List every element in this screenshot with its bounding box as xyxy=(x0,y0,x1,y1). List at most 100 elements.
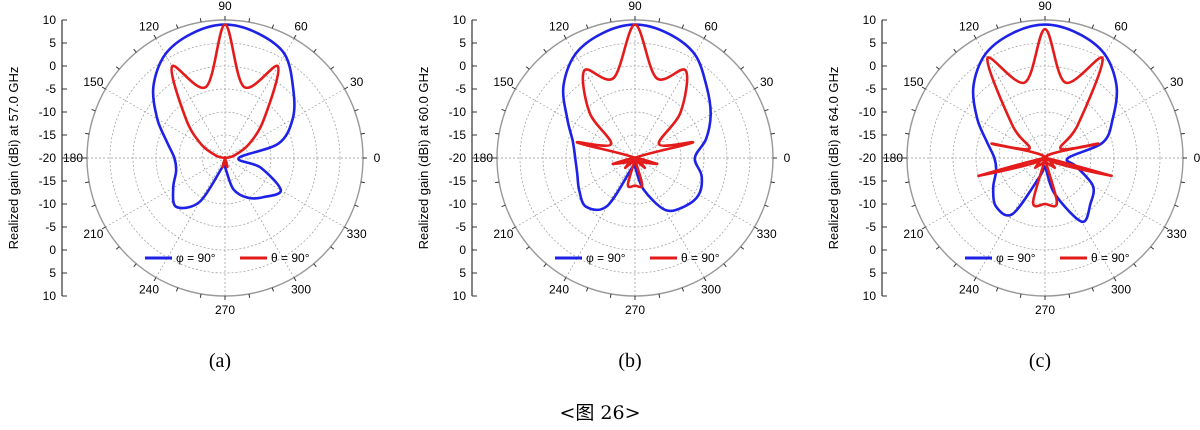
radial-tick-label: -5 xyxy=(455,220,466,234)
angle-tick xyxy=(723,263,727,268)
angle-tick xyxy=(1091,24,1095,29)
radial-tick-label: 10 xyxy=(863,289,877,303)
angle-label: 210 xyxy=(903,227,923,241)
grid-spoke xyxy=(634,157,705,278)
angle-tick xyxy=(703,277,707,282)
polar-chart-a: 03060901201501802102402703003301050-5-10… xyxy=(6,0,381,317)
phi-series-curve xyxy=(151,23,296,210)
angle-tick xyxy=(585,287,589,292)
angle-tick xyxy=(681,287,685,292)
angle-tick xyxy=(525,66,530,70)
angle-tick xyxy=(563,34,567,39)
angle-tick xyxy=(1174,108,1179,112)
angle-label: 90 xyxy=(218,0,232,13)
grid-ring xyxy=(929,42,1161,274)
radial-tick-label: 0 xyxy=(459,243,466,257)
radial-axis-title: Realized gain (dBi) at 60.0 GHz xyxy=(416,67,431,250)
angle-tick xyxy=(770,181,775,184)
grid-spoke xyxy=(975,157,1046,278)
grid-spoke xyxy=(224,157,345,228)
legend-phi-label: φ = 90° xyxy=(996,251,1036,265)
angle-tick xyxy=(754,226,759,230)
angle-tick xyxy=(911,204,916,208)
angle-label: 300 xyxy=(701,283,721,297)
angle-tick xyxy=(1164,86,1169,90)
grid-spoke xyxy=(155,157,226,278)
angle-label: 60 xyxy=(1114,19,1128,33)
phi-series-curve xyxy=(971,23,1119,224)
angle-tick xyxy=(911,108,916,112)
angle-tick xyxy=(1180,132,1185,135)
angle-label: 0 xyxy=(374,151,381,165)
angle-tick xyxy=(764,108,769,112)
angle-label: 30 xyxy=(1170,75,1184,89)
angle-tick xyxy=(723,48,727,53)
angle-tick xyxy=(115,246,120,250)
angle-label: 330 xyxy=(347,227,367,241)
angle-label: 60 xyxy=(294,19,308,33)
radial-tick-label: -15 xyxy=(859,174,877,188)
theta-series-curve xyxy=(977,27,1113,208)
radial-tick-label: -15 xyxy=(39,174,57,188)
angle-label: 90 xyxy=(628,0,642,13)
angle-label: 210 xyxy=(493,227,513,241)
radial-tick-label: 5 xyxy=(459,266,466,280)
angle-tick xyxy=(313,48,317,53)
grid-spoke xyxy=(1044,38,1115,159)
radial-tick-label: 0 xyxy=(49,59,56,73)
grid-spoke xyxy=(634,38,705,159)
angle-tick xyxy=(175,287,179,292)
angle-tick xyxy=(153,277,157,282)
grid-spoke xyxy=(155,38,226,159)
angle-tick xyxy=(905,181,910,184)
grid-spoke xyxy=(515,157,636,228)
angle-tick xyxy=(1133,263,1137,268)
angle-tick xyxy=(91,204,96,208)
radial-tick-label: 10 xyxy=(43,13,57,27)
angle-tick xyxy=(1113,34,1117,39)
grid-ring xyxy=(201,134,249,182)
angle-tick xyxy=(101,226,106,230)
angle-tick xyxy=(740,246,745,250)
theta-series-curve xyxy=(575,23,695,189)
radial-tick-label: -5 xyxy=(865,220,876,234)
polar-chart-b: 03060901201501802102402703003301050-5-10… xyxy=(416,0,791,317)
grid-spoke xyxy=(565,38,636,159)
angle-label: 240 xyxy=(959,283,979,297)
angle-tick xyxy=(740,66,745,70)
angle-tick xyxy=(1068,293,1071,298)
angle-label: 150 xyxy=(903,75,923,89)
angle-tick xyxy=(543,48,547,53)
radial-tick-label: 0 xyxy=(49,243,56,257)
angle-label: 330 xyxy=(1167,227,1187,241)
angle-label: 330 xyxy=(757,227,777,241)
angle-tick xyxy=(543,263,547,268)
angle-tick xyxy=(133,263,137,268)
radial-tick-label: -20 xyxy=(859,151,877,165)
radial-tick-label: 5 xyxy=(49,36,56,50)
radial-tick-label: 5 xyxy=(869,36,876,50)
angle-tick xyxy=(344,86,349,90)
caption-c: (c) xyxy=(1028,350,1052,372)
angle-tick xyxy=(921,86,926,90)
angle-label: 120 xyxy=(959,19,979,33)
angle-tick xyxy=(501,108,506,112)
radial-tick-label: -15 xyxy=(39,128,57,142)
radial-tick-label: 5 xyxy=(49,266,56,280)
grid-spoke xyxy=(515,88,636,159)
legend-theta-label: θ = 90° xyxy=(1091,251,1130,265)
angle-tick xyxy=(330,66,335,70)
grid-spoke xyxy=(634,157,755,228)
radial-tick-label: -10 xyxy=(449,105,467,119)
radial-tick-label: 10 xyxy=(453,13,467,27)
angle-tick xyxy=(953,263,957,268)
angle-tick xyxy=(511,86,516,90)
angle-tick xyxy=(1068,18,1071,23)
radial-axis-title: Realized gain (dBi) at 57.0 GHz xyxy=(6,67,21,250)
radial-tick-label: -15 xyxy=(859,128,877,142)
radial-tick-label: -5 xyxy=(45,220,56,234)
caption-a: (a) xyxy=(208,350,232,372)
angle-tick xyxy=(770,132,775,135)
angle-tick xyxy=(85,181,90,184)
